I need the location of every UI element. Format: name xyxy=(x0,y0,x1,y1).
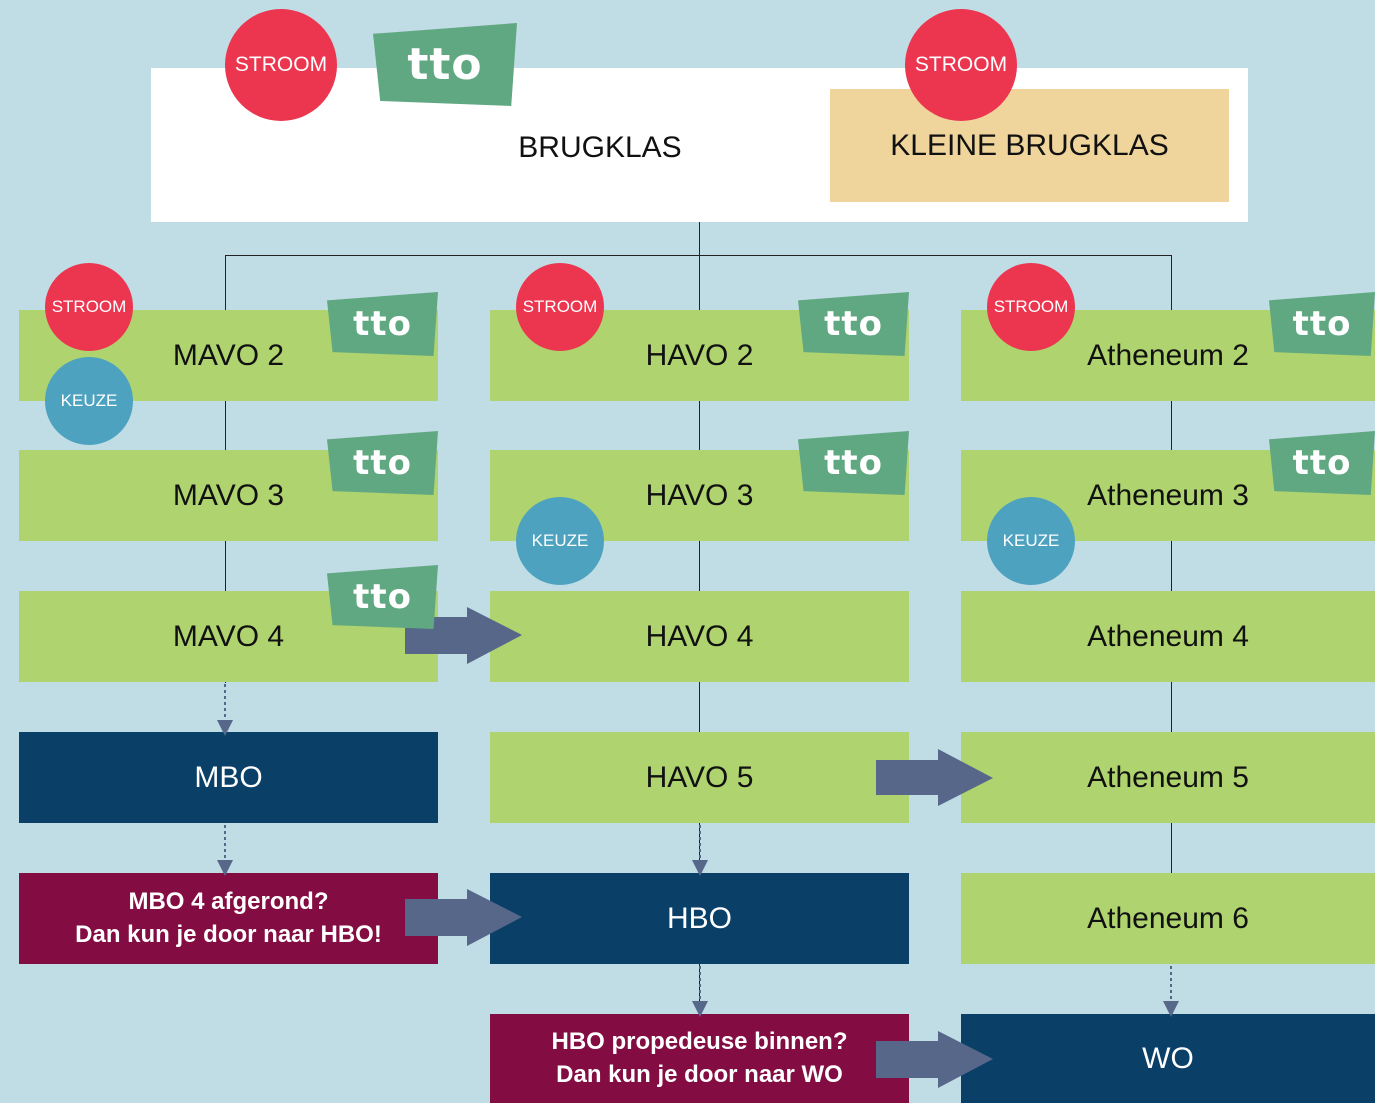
keuze-badge-havo-3: KEUZE xyxy=(516,497,604,585)
keuze-badge-atheneum-3: KEUZE xyxy=(987,497,1075,585)
havo-4-box: HAVO 4 xyxy=(490,591,909,682)
stroom-badge-atheneum-2: STROOM xyxy=(987,263,1075,351)
hbo-note-line-2: Dan kun je door naar WO xyxy=(556,1060,843,1088)
mbo-note-line-2: Dan kun je door naar HBO! xyxy=(75,920,382,948)
tto-label-havo-2: tto xyxy=(798,292,909,356)
tto-label-brugklas: tto xyxy=(373,23,517,106)
brugklas-label: BRUGKLAS xyxy=(518,131,682,164)
stroom-badge-havo-2: STROOM xyxy=(516,263,604,351)
tto-label-atheneum-3: tto xyxy=(1269,431,1375,495)
mavo4-to-havo4-block-arrow xyxy=(405,607,522,664)
atheneum-5-box: Atheneum 5 xyxy=(961,732,1375,823)
tto-label-atheneum-2: tto xyxy=(1269,292,1375,356)
mbo-box: MBO xyxy=(19,732,438,823)
hbo-note-box: HBO propedeuse binnen? Dan kun je door n… xyxy=(490,1014,909,1103)
stroom-badge-mavo-2: STROOM xyxy=(45,263,133,351)
mbo-note-to-hbo-block-arrow xyxy=(405,889,522,946)
atheneum-4-box: Atheneum 4 xyxy=(961,591,1375,682)
tto-label-mavo-2: tto xyxy=(327,292,438,356)
atheneum-6-box: Atheneum 6 xyxy=(961,873,1375,964)
keuze-badge-mavo-2: KEUZE xyxy=(45,357,133,445)
hbo-box: HBO xyxy=(490,873,909,964)
havo5-to-atheneum5-block-arrow xyxy=(876,749,993,806)
mbo-note-line-1: MBO 4 afgerond? xyxy=(128,888,329,916)
wo-box: WO xyxy=(961,1014,1375,1103)
tto-label-havo-3: tto xyxy=(798,431,909,495)
stroom-badge-kleine-brugklas: STROOM xyxy=(905,9,1017,121)
hbo-note-to-wo-block-arrow xyxy=(876,1031,993,1088)
stroom-badge-brugklas: STROOM xyxy=(225,9,337,121)
mbo-note-box: MBO 4 afgerond? Dan kun je door naar HBO… xyxy=(19,873,438,964)
hbo-note-line-1: HBO propedeuse binnen? xyxy=(551,1028,848,1056)
tto-label-mavo-3: tto xyxy=(327,431,438,495)
tto-label-mavo-4: tto xyxy=(327,565,438,629)
branch-connector xyxy=(225,255,1171,256)
havo-5-box: HAVO 5 xyxy=(490,732,909,823)
kleine-brugklas-box: KLEINE BRUGKLAS xyxy=(830,89,1229,202)
